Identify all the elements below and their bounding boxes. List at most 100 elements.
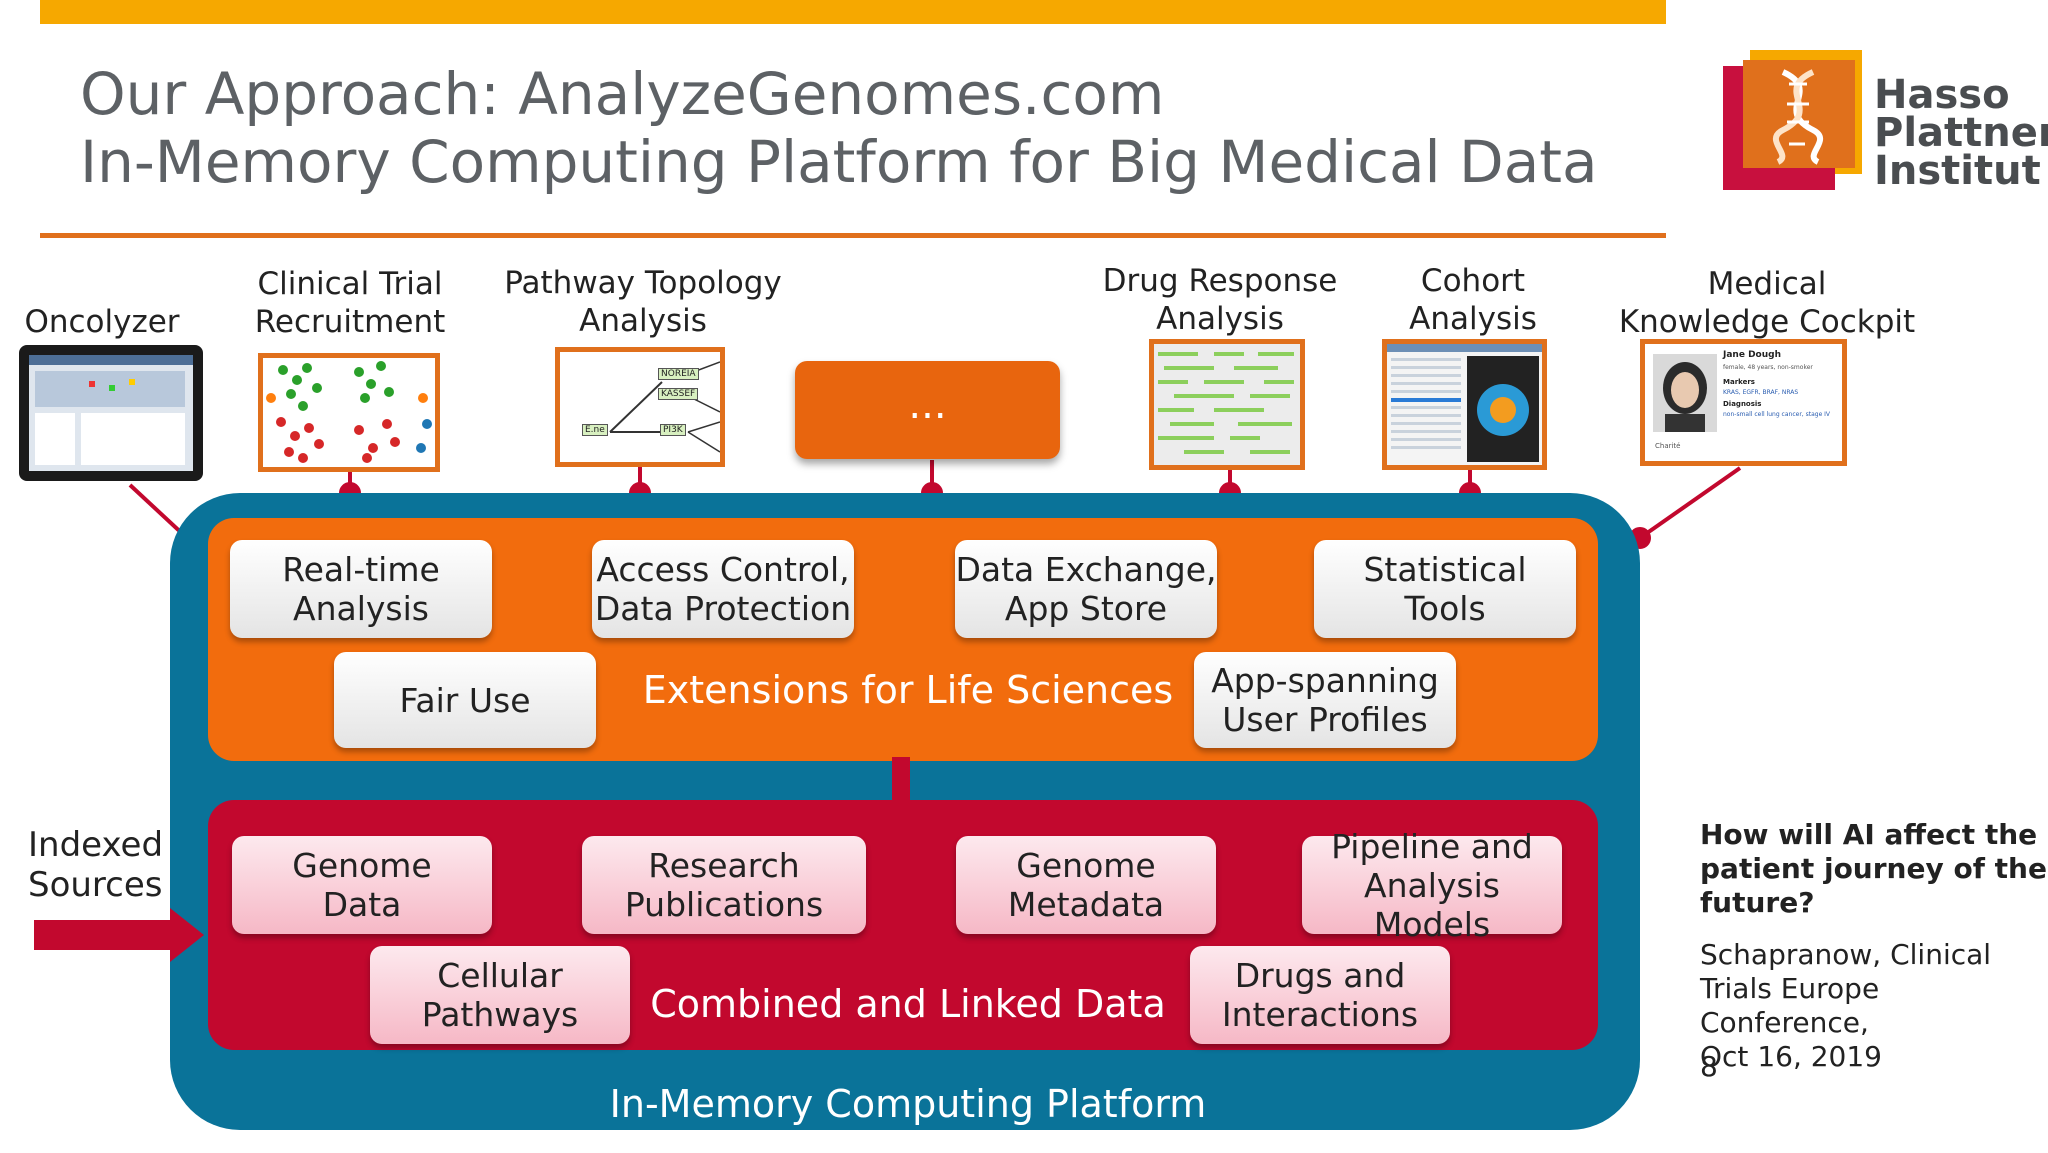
- patient-diagnosis: non-small cell lung cancer, stage IV: [1723, 411, 1831, 418]
- logo-line-3: Institut: [1874, 148, 2041, 194]
- more-apps-button[interactable]: ...: [795, 361, 1060, 459]
- ext-realtime-line2: Analysis: [293, 589, 429, 628]
- patient-avatar: [1653, 354, 1717, 432]
- oncolyzer-marker-yellow: [129, 379, 135, 385]
- drug-response-grid: [1154, 344, 1300, 465]
- app-label-clinical-trial-line1: Clinical Trial: [257, 266, 443, 302]
- title-line-2: In-Memory Computing Platform for Big Med…: [80, 128, 1598, 196]
- oncolyzer-table: [81, 413, 185, 465]
- patient-footer: Charité: [1655, 442, 1681, 450]
- drug-response-thumbnail[interactable]: [1149, 339, 1305, 470]
- app-label-pathway-line1: Pathway Topology: [504, 265, 782, 301]
- app-label-medical-cockpit: Medical Knowledge Cockpit: [1619, 265, 1915, 341]
- arrow-right-icon: [170, 908, 204, 962]
- ext-fair-use[interactable]: Fair Use: [334, 652, 596, 748]
- ext-access-control[interactable]: Access Control,Data Protection: [592, 540, 854, 638]
- clinical-trial-thumbnail[interactable]: [258, 353, 440, 472]
- pathway-node-1: NOREIA: [658, 368, 699, 380]
- page-title: Our Approach: AnalyzeGenomes.com In-Memo…: [80, 60, 1598, 196]
- data-cellular-line2: Pathways: [421, 995, 579, 1034]
- app-label-drug-response-line1: Drug Response: [1102, 263, 1338, 299]
- platform-label: In-Memory Computing Platform: [609, 1082, 1207, 1126]
- ext-realtime-line1: Real-time: [282, 550, 440, 589]
- oncolyzer-screen: [29, 355, 193, 471]
- ext-profiles-line2: User Profiles: [1222, 700, 1428, 739]
- ext-data-exchange[interactable]: Data Exchange,App Store: [955, 540, 1217, 638]
- data-metadata-line1: Genome: [1016, 846, 1156, 885]
- pathway-node-2: KASSEF: [658, 388, 699, 400]
- oncolyzer-tablet-thumbnail[interactable]: [19, 345, 203, 481]
- indexed-sources-label: Indexed Sources: [28, 825, 163, 905]
- indexed-line1: Indexed: [28, 825, 164, 865]
- data-research-line1: Research: [648, 846, 800, 885]
- medical-cockpit-thumbnail[interactable]: Jane Dough female, 48 years, non-smoker …: [1640, 339, 1847, 466]
- indexed-line2: Sources: [28, 865, 163, 905]
- ext-access-line1: Access Control,: [596, 550, 850, 589]
- app-label-cohort-line2: Analysis: [1409, 301, 1537, 337]
- data-drugs-line1: Drugs and: [1234, 956, 1406, 995]
- app-label-cohort-line1: Cohort: [1420, 263, 1526, 299]
- patient-diagnosis-label: Diagnosis: [1723, 400, 1762, 408]
- pathway-node-3: E.ne: [582, 424, 608, 436]
- logo-wordmark: Hasso Plattner Institut: [1874, 72, 2048, 194]
- cohort-dashboard: [1387, 344, 1542, 465]
- ai-question: How will AI affect the patient journey o…: [1700, 818, 2047, 920]
- oncolyzer-topbar: [29, 355, 193, 365]
- patient-name: Jane Dough: [1723, 350, 1781, 360]
- app-label-oncolyzer: Oncolyzer: [24, 303, 179, 341]
- input-arrow-shaft: [34, 920, 174, 950]
- app-label-drug-response: Drug Response Analysis: [1103, 262, 1338, 338]
- app-label-medical-line1: Medical: [1707, 266, 1827, 302]
- patient-markers: KRAS, EGFR, BRAF, NRAS: [1723, 389, 1799, 396]
- credit-line2: Trials Europe Conference,: [1700, 972, 1880, 1039]
- logo-line-1: Hasso: [1874, 72, 2010, 118]
- page-number: 8: [1700, 1050, 1718, 1083]
- app-label-drug-response-line2: Analysis: [1156, 301, 1284, 337]
- top-accent-bar: [40, 0, 1666, 24]
- conference-credit: Schapranow, Clinical Trials Europe Confe…: [1700, 938, 2048, 1074]
- title-divider: [40, 233, 1666, 238]
- cohort-analysis-thumbnail[interactable]: [1382, 339, 1547, 470]
- app-label-clinical-trial: Clinical Trial Recruitment: [255, 265, 446, 341]
- ext-access-line2: Data Protection: [594, 589, 852, 628]
- ext-exchange-line2: App Store: [1004, 589, 1168, 628]
- ext-stat-line2: Tools: [1404, 589, 1486, 628]
- logo-line-2: Plattner: [1874, 110, 2048, 156]
- dna-helix-icon: [1773, 69, 1823, 165]
- data-drugs-line2: Interactions: [1221, 995, 1419, 1034]
- patient-subtitle: female, 48 years, non-smoker: [1723, 364, 1813, 371]
- app-label-cohort: Cohort Analysis: [1409, 262, 1537, 338]
- pathway-topology-thumbnail[interactable]: NOREIA KASSEF E.ne PI3K: [555, 347, 725, 467]
- app-label-clinical-trial-line2: Recruitment: [254, 304, 446, 340]
- oncolyzer-list: [35, 413, 75, 465]
- data-genome-line2: Data: [322, 885, 402, 924]
- pathway-node-4: PI3K: [660, 424, 686, 436]
- app-label-pathway: Pathway Topology Analysis: [504, 264, 782, 340]
- data-pipeline-line2: Analysis Models: [1364, 865, 1500, 944]
- ai-question-line3: future?: [1700, 886, 1815, 919]
- clinical-trial-scatter: [266, 361, 432, 463]
- pathway-network: [609, 361, 720, 453]
- data-genome-line1: Genome: [292, 846, 432, 885]
- linked-data-panel-label: Combined and Linked Data: [650, 982, 1166, 1026]
- layer-connector: [892, 757, 910, 805]
- data-metadata-line2: Metadata: [1007, 885, 1165, 924]
- ext-stat-line1: Statistical: [1363, 550, 1527, 589]
- person-icon: [1663, 362, 1707, 432]
- title-line-1: Our Approach: AnalyzeGenomes.com: [80, 60, 1165, 128]
- ext-fairuse-label: Fair Use: [399, 680, 531, 720]
- data-research-line2: Publications: [624, 885, 824, 924]
- credit-line1: Schapranow, Clinical: [1700, 938, 1992, 971]
- app-label-pathway-line2: Analysis: [579, 303, 707, 339]
- app-label-oncolyzer-text: Oncolyzer: [24, 304, 180, 340]
- data-pipeline-line1: Pipeline and: [1331, 826, 1533, 866]
